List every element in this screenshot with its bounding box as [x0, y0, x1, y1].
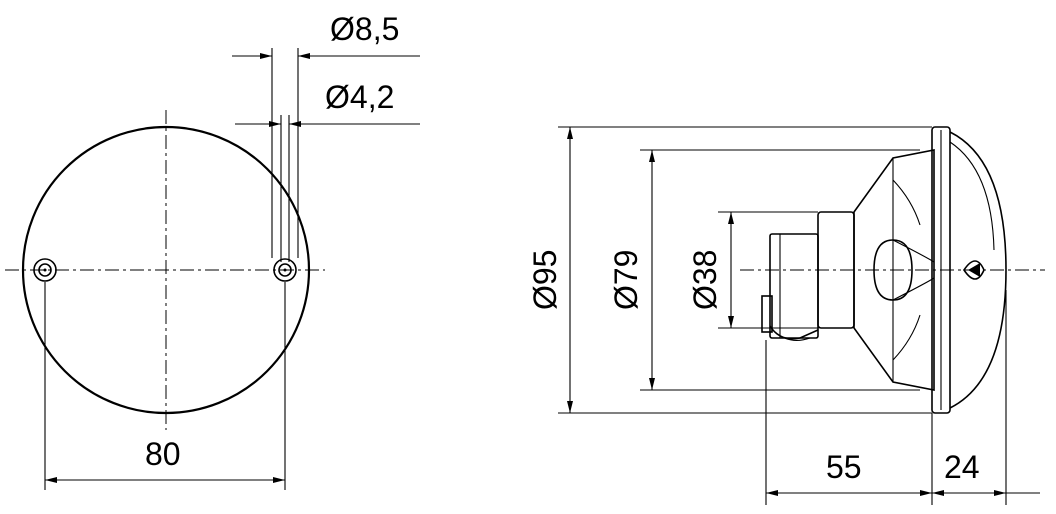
- lamp-housing: [853, 149, 935, 391]
- side-view: Ø95 Ø79 Ø38: [527, 126, 1045, 505]
- dim-label-hole-inner: Ø4,2: [325, 79, 394, 115]
- dim-label-hole-spacing: 80: [145, 436, 181, 472]
- lens-dome-inner: [949, 141, 995, 251]
- dim-label-depth-lens: 24: [944, 449, 980, 485]
- lamp-outline-circle: [21, 125, 311, 415]
- lens-dome: [949, 131, 1007, 409]
- lamp-flange: [931, 126, 951, 414]
- left-mounting-hole: [33, 258, 57, 282]
- front-view: Ø8,5 Ø4,2 80: [5, 11, 420, 490]
- lens-vent-mark: [963, 260, 985, 280]
- dim-label-depth-body: 55: [826, 449, 862, 485]
- right-mounting-hole: [273, 258, 297, 282]
- dim-label-socket-diameter: Ø38: [687, 250, 723, 310]
- dim-label-outer-diameter: Ø95: [527, 250, 563, 310]
- dim-label-hole-outer: Ø8,5: [330, 11, 399, 47]
- connector-plug: [761, 233, 819, 341]
- dim-label-lens-diameter: Ø79: [608, 250, 644, 310]
